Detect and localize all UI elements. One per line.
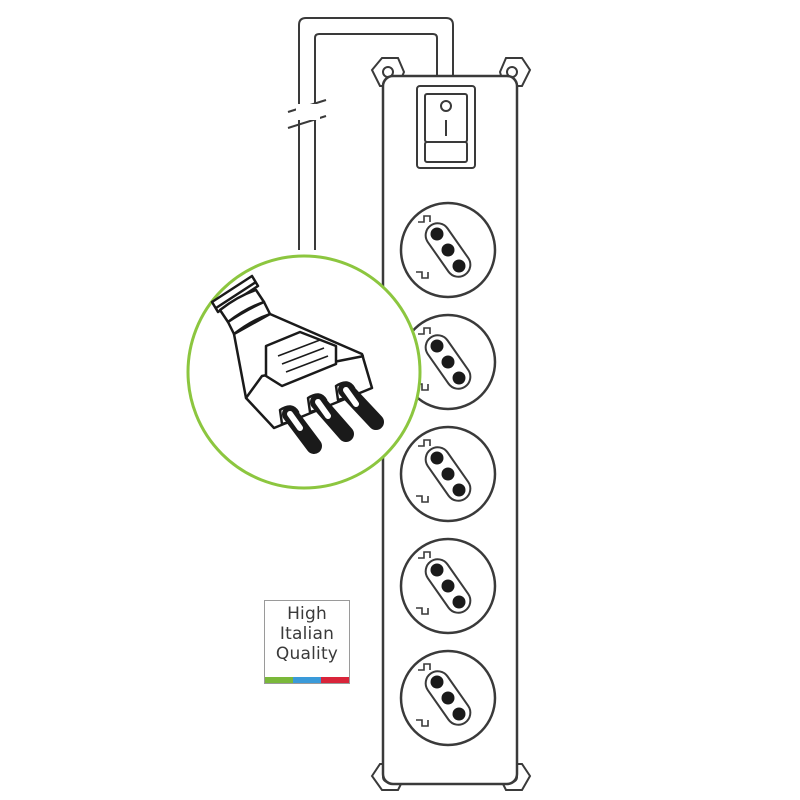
italian-flag-stripe [265, 677, 349, 683]
socket-1 [399, 201, 497, 299]
socket-4 [399, 537, 497, 635]
badge-line-1: High [287, 604, 327, 624]
plug-callout [186, 254, 422, 490]
badge-line-2: Italian [279, 624, 335, 644]
quality-badge: High Italian Quality [264, 600, 350, 684]
flag-green [265, 677, 293, 683]
socket-5 [399, 649, 497, 747]
flag-blue [293, 677, 321, 683]
rocker-switch-icon[interactable] [416, 85, 476, 169]
plug-pins [282, 382, 384, 454]
socket-3 [399, 425, 497, 523]
badge-line-3: Quality [275, 644, 339, 664]
flag-red [321, 677, 349, 683]
